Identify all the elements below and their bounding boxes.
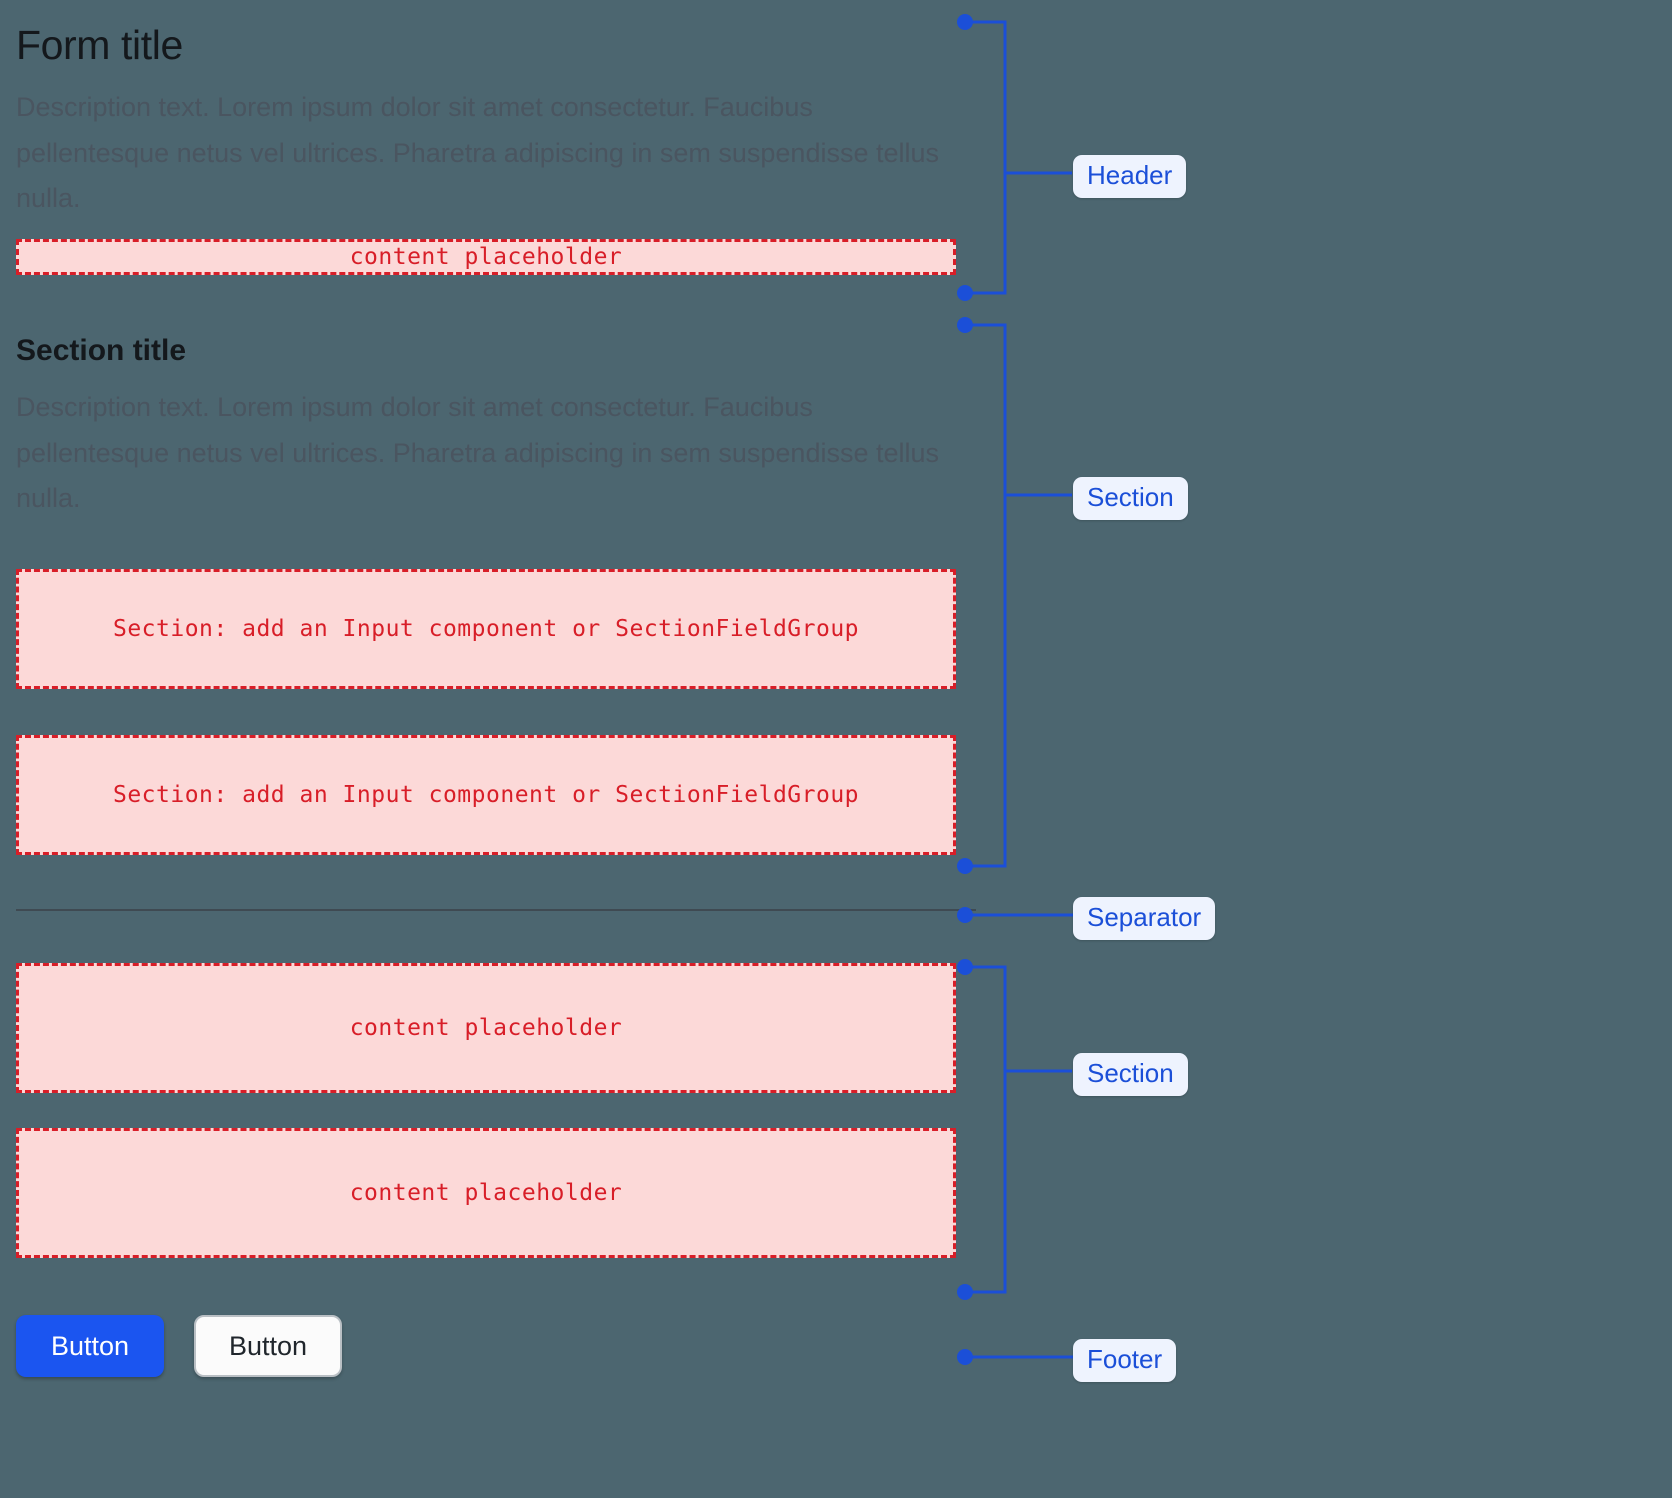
section-title: Section title [16, 334, 187, 368]
page-title: Form title [16, 22, 183, 68]
header-description: Description text. Lorem ipsum dolor sit … [16, 92, 940, 213]
form-content-column: Form title Description text. Lorem ipsum… [16, 0, 1020, 1378]
annotation-label-separator: Separator [1073, 897, 1216, 940]
section-field-placeholder-2: Section: add an Input component or Secti… [16, 735, 956, 856]
section-description: Description text. Lorem ipsum dolor sit … [16, 392, 940, 513]
header-content-placeholder: content placeholder [16, 239, 956, 276]
separator [16, 909, 976, 912]
lower-content-placeholder-2: content placeholder [16, 1128, 956, 1259]
annotation-label-header: Header [1073, 155, 1187, 198]
annotation-label-footer: Footer [1073, 1339, 1177, 1382]
form-footer-block: Button Button [16, 1315, 1020, 1378]
annotation-label-section: Section [1073, 477, 1188, 520]
form-section-block: Section title Description text. Lorem ip… [16, 333, 1020, 856]
secondary-button[interactable]: Button [194, 1315, 342, 1378]
lower-content-placeholder-1: content placeholder [16, 963, 956, 1094]
form-header-block: Form title Description text. Lorem ipsum… [16, 0, 1020, 276]
annotation-label-section-lower: Section [1073, 1053, 1188, 1096]
primary-button[interactable]: Button [16, 1315, 164, 1378]
form-section-lower-block: content placeholder content placeholder [16, 963, 1020, 1259]
section-field-placeholder-1: Section: add an Input component or Secti… [16, 569, 956, 690]
